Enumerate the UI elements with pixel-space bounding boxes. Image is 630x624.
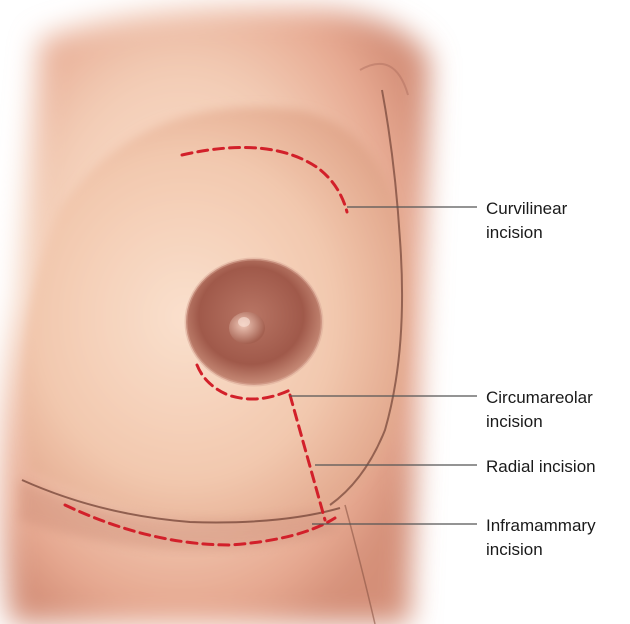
- circumareolar-label-line1: Circumareolar: [486, 386, 593, 410]
- circumareolar-label: Circumareolar incision: [486, 386, 593, 434]
- radial-label-line1: Radial incision: [486, 455, 596, 479]
- radial-label: Radial incision: [486, 455, 596, 479]
- inframammary-label-line2: incision: [486, 538, 596, 562]
- inframammary-label-line1: Inframammary: [486, 514, 596, 538]
- nipple: [229, 312, 265, 344]
- curvilinear-label-line2: incision: [486, 221, 567, 245]
- circumareolar-label-line2: incision: [486, 410, 593, 434]
- curvilinear-label-line1: Curvilinear: [486, 197, 567, 221]
- inframammary-label: Inframammary incision: [486, 514, 596, 562]
- curvilinear-label: Curvilinear incision: [486, 197, 567, 245]
